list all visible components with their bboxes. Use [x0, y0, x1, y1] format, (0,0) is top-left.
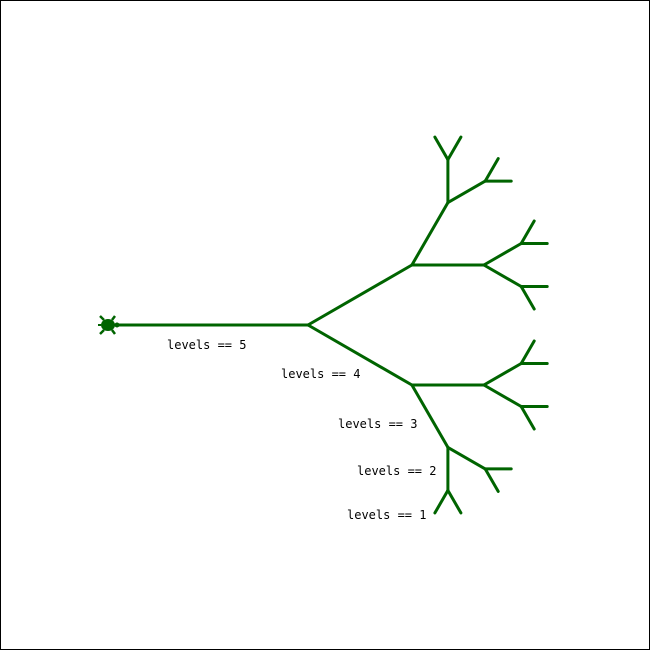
branch-level-1: [483, 467, 500, 493]
branch-level-1: [433, 135, 450, 162]
branch-level-1: [519, 285, 536, 311]
branch-level-4: [306, 263, 414, 327]
branch-level-2: [482, 263, 523, 288]
branch-level-1: [433, 488, 450, 515]
branch-level-3: [410, 201, 450, 267]
label-levels-4: levels == 4: [281, 367, 360, 381]
branch-level-1: [483, 157, 500, 183]
label-levels-5: levels == 5: [167, 338, 246, 352]
branch-level-1: [446, 488, 463, 515]
branch-level-2: [446, 445, 487, 471]
label-levels-2: levels == 2: [357, 464, 436, 478]
branch-level-2: [482, 362, 523, 387]
label-levels-3: levels == 3: [338, 417, 417, 431]
branch-level-1: [446, 135, 463, 162]
tree-branches: [106, 135, 549, 515]
branch-level-4: [306, 323, 414, 387]
branch-level-3: [410, 383, 450, 449]
branch-level-2: [482, 242, 523, 267]
branch-level-2: [482, 383, 523, 408]
turtle-icon: [98, 315, 120, 335]
label-levels-1: levels == 1: [347, 508, 426, 522]
branch-level-1: [519, 405, 536, 431]
branch-level-1: [519, 219, 536, 245]
branch-level-2: [446, 179, 487, 205]
branch-level-1: [519, 339, 536, 365]
